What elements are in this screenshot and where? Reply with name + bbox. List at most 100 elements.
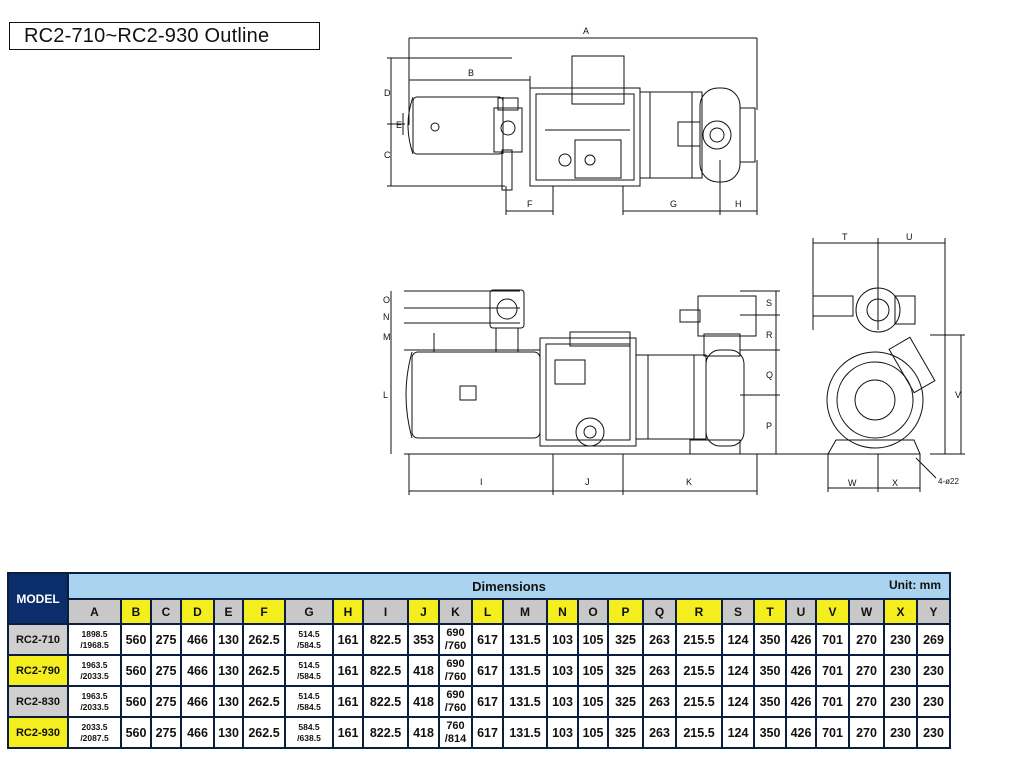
dimension-cell-h: 161 (332, 685, 364, 718)
column-header-a: A (67, 598, 122, 625)
mounting-hole-note: 4-ø22 (938, 477, 959, 486)
column-header-g: G (284, 598, 334, 625)
dimension-cell-e: 130 (213, 654, 244, 687)
dim-label-E: E (396, 120, 402, 130)
dimension-cell-n: 103 (546, 685, 579, 718)
dim-label-X: X (892, 478, 898, 488)
dim-label-S: S (766, 298, 772, 308)
column-header-r: R (675, 598, 723, 625)
dimension-cell-k: 760/814 (438, 716, 473, 749)
dimension-cell-c: 275 (150, 716, 182, 749)
dimension-cell-j: 418 (407, 716, 440, 749)
column-header-i: I (362, 598, 409, 625)
dimension-cell-v: 701 (815, 623, 850, 656)
model-cell: RC2-930 (7, 716, 69, 749)
dim-label-Q: Q (766, 370, 773, 380)
dimension-cell-c: 275 (150, 623, 182, 656)
dimension-cell-v: 701 (815, 685, 850, 718)
dimension-cell-k: 690/760 (438, 685, 473, 718)
dimension-cell-d: 466 (180, 654, 215, 687)
dimension-cell-p: 325 (607, 685, 644, 718)
dim-label-I: I (480, 477, 483, 487)
column-header-k: K (438, 598, 473, 625)
dimension-cell-b: 560 (120, 685, 152, 718)
dimension-cell-u: 426 (785, 654, 817, 687)
dim-label-A: A (583, 26, 589, 36)
dimension-cell-j: 353 (407, 623, 440, 656)
column-header-q: Q (642, 598, 677, 625)
dim-label-U: U (906, 232, 913, 242)
dim-label-D: D (384, 88, 391, 98)
dimension-cell-w: 270 (848, 716, 885, 749)
dimension-cell-p: 325 (607, 623, 644, 656)
model-cell: RC2-710 (7, 623, 69, 656)
dimension-cell-g: 514.5/584.5 (284, 623, 334, 656)
dimension-cell-j: 418 (407, 654, 440, 687)
column-header-n: N (546, 598, 579, 625)
dim-label-B: B (468, 68, 474, 78)
dimension-cell-o: 105 (577, 685, 609, 718)
column-header-m: M (502, 598, 548, 625)
dimension-cell-d: 466 (180, 685, 215, 718)
dimension-cell-t: 350 (753, 654, 787, 687)
dimension-cell-v: 701 (815, 654, 850, 687)
dimension-cell-o: 105 (577, 654, 609, 687)
dimension-cell-x: 230 (883, 716, 918, 749)
dimension-cell-c: 275 (150, 685, 182, 718)
dimension-cell-d: 466 (180, 716, 215, 749)
dimension-cell-h: 161 (332, 716, 364, 749)
dimension-cell-r: 215.5 (675, 623, 723, 656)
dim-label-P: P (766, 421, 772, 431)
column-header-o: O (577, 598, 609, 625)
column-header-y: Y (916, 598, 951, 625)
dimension-cell-l: 617 (471, 654, 504, 687)
column-header-s: S (721, 598, 755, 625)
column-header-f: F (242, 598, 286, 625)
dimension-cell-u: 426 (785, 685, 817, 718)
dimension-cell-h: 161 (332, 623, 364, 656)
dimension-labels: A B C D E F G H I J K L M N O P Q R S T … (383, 26, 961, 488)
dimension-cell-b: 560 (120, 623, 152, 656)
dimension-cell-m: 131.5 (502, 685, 548, 718)
dimension-cell-y: 230 (916, 716, 951, 749)
dimension-cell-w: 270 (848, 685, 885, 718)
dimension-cell-m: 131.5 (502, 623, 548, 656)
dim-label-T: T (842, 232, 848, 242)
dim-label-G: G (670, 199, 677, 209)
dimension-cell-h: 161 (332, 654, 364, 687)
dim-label-H: H (735, 199, 742, 209)
dimension-cell-i: 822.5 (362, 716, 409, 749)
dimension-cell-e: 130 (213, 623, 244, 656)
dimension-cell-i: 822.5 (362, 685, 409, 718)
dimension-cell-q: 263 (642, 654, 677, 687)
dimension-cell-a: 1898.5/1968.5 (67, 623, 122, 656)
dimension-cell-y: 230 (916, 685, 951, 718)
column-header-u: U (785, 598, 817, 625)
dimension-cell-c: 275 (150, 654, 182, 687)
column-header-h: H (332, 598, 364, 625)
dimension-cell-x: 230 (883, 654, 918, 687)
dim-label-R: R (766, 330, 773, 340)
dimension-cell-i: 822.5 (362, 654, 409, 687)
dimension-cell-o: 105 (577, 716, 609, 749)
dimension-cell-l: 617 (471, 685, 504, 718)
dimension-cell-b: 560 (120, 654, 152, 687)
dimension-cell-x: 230 (883, 685, 918, 718)
dimension-cell-m: 131.5 (502, 654, 548, 687)
unit-label: Unit: mm (889, 578, 941, 592)
outline-drawing: A B C D E F G H I J K L M N O P Q R S T … (383, 26, 965, 495)
dimension-cell-q: 263 (642, 716, 677, 749)
dimension-cell-s: 124 (721, 623, 755, 656)
column-header-d: D (180, 598, 215, 625)
column-header-x: X (883, 598, 918, 625)
dimension-cell-d: 466 (180, 623, 215, 656)
dimension-cell-a: 1963.5/2033.5 (67, 654, 122, 687)
dimension-cell-g: 514.5/584.5 (284, 685, 334, 718)
dim-label-M: M (383, 332, 391, 342)
column-header-w: W (848, 598, 885, 625)
dimension-cell-l: 617 (471, 716, 504, 749)
dimension-cell-g: 584.5/638.5 (284, 716, 334, 749)
dimension-cell-x: 230 (883, 623, 918, 656)
